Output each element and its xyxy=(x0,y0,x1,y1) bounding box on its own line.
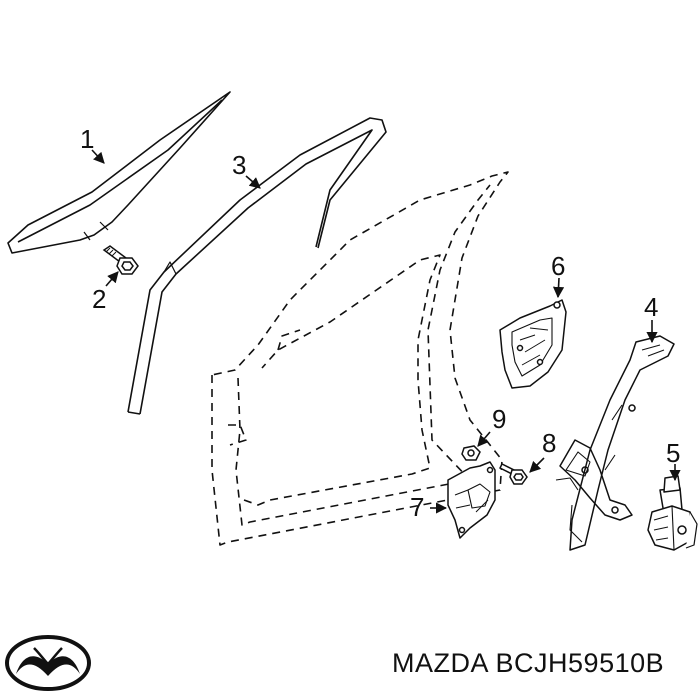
door-glass xyxy=(7,91,231,254)
callout-9: 9 xyxy=(492,404,506,434)
nut-part-9 xyxy=(461,445,481,461)
callout-8: 8 xyxy=(542,428,556,458)
leader-6 xyxy=(552,277,565,299)
callout-6: 6 xyxy=(551,251,565,281)
leader-3 xyxy=(245,175,261,189)
callout-2: 2 xyxy=(92,284,106,314)
glass-run-channel xyxy=(127,117,387,415)
brand-name: MAZDA xyxy=(392,648,488,678)
callout-4: 4 xyxy=(644,292,658,322)
leader-8 xyxy=(529,457,545,473)
window-regulator xyxy=(555,335,675,551)
motor-bracket xyxy=(447,461,496,539)
window-motor xyxy=(647,475,698,551)
callout-1: 1 xyxy=(80,124,94,154)
mazda-logo-icon xyxy=(5,635,91,691)
bolt-part-8 xyxy=(498,462,528,485)
callout-labels: 1 2 3 4 5 6 7 8 9 xyxy=(80,124,680,522)
part-caption: MAZDA BCJH59510B xyxy=(392,648,664,679)
leader-lines xyxy=(91,149,681,514)
leader-2 xyxy=(105,271,119,287)
callout-5: 5 xyxy=(666,438,680,468)
callout-3: 3 xyxy=(232,150,246,180)
leader-1 xyxy=(91,149,105,164)
inner-panel-bracket xyxy=(499,299,567,389)
callout-7: 7 xyxy=(410,492,424,522)
leader-9 xyxy=(477,431,491,447)
bolt-part-2 xyxy=(102,245,139,275)
part-number: BCJH59510B xyxy=(495,648,665,678)
door-frame-outline xyxy=(211,171,509,546)
